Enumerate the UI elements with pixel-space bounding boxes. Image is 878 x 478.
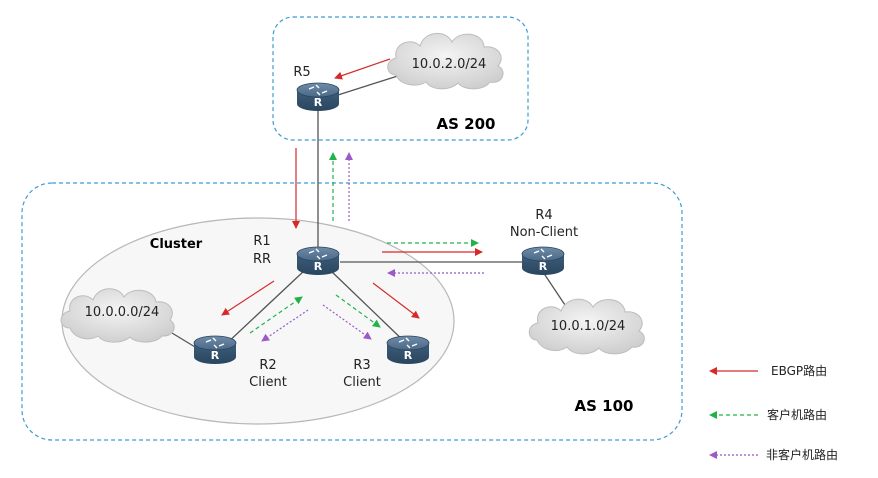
as100-area	[21, 182, 683, 441]
cloud-n2	[60, 288, 175, 343]
router-r3-name: R3	[353, 358, 370, 373]
link-r1-r3	[329, 269, 409, 346]
router-r5-name: R5	[293, 65, 310, 80]
legend-nonclient-label: 非客户机路由	[766, 447, 838, 462]
router-r4-name: R4	[535, 208, 552, 223]
as200-label: AS 200	[437, 115, 496, 133]
router-glyph: R	[314, 96, 323, 109]
router-r4-role: Non-Client	[510, 225, 578, 240]
legend-client-label: 客户机路由	[767, 407, 827, 422]
router-r5-icon: R	[296, 82, 340, 111]
cloud-n5	[387, 33, 504, 90]
network-n5-label: 10.0.2.0/24	[412, 57, 487, 72]
as100-label: AS 100	[575, 397, 634, 415]
link-r4-n4	[542, 271, 566, 306]
router-glyph: R	[211, 349, 220, 362]
client-arrow-r1-to-r3	[335, 294, 381, 328]
ebgp-arrow-n5-to-r5	[334, 58, 391, 80]
router-r1-role: RR	[253, 252, 271, 267]
network-n4-label: 10.0.1.0/24	[551, 319, 626, 334]
network-n2-label: 10.0.0.0/24	[85, 305, 160, 320]
legend: EBGP路由 客户机路由 非客户机路由	[709, 363, 838, 462]
legend-ebgp-label: EBGP路由	[771, 363, 827, 378]
ebgp-arrow-r1-to-n2	[221, 280, 275, 316]
router-r3-icon: R	[386, 335, 430, 364]
router-r3-role: Client	[343, 375, 381, 390]
cluster-label: Cluster	[150, 237, 203, 252]
route-arrows	[221, 58, 484, 342]
router-r2-icon: R	[193, 335, 237, 364]
link-r1-r2	[224, 269, 306, 346]
nonclient-arrow-r1-to-r2	[261, 309, 309, 342]
client-arrow-r2-to-r1	[249, 296, 303, 334]
router-r2-name: R2	[259, 358, 276, 373]
router-r1-icon: R	[296, 246, 340, 275]
router-glyph: R	[539, 260, 548, 273]
router-r2-role: Client	[249, 375, 287, 390]
links	[171, 72, 566, 351]
router-glyph: R	[404, 349, 413, 362]
link-r5-n5	[337, 72, 408, 96]
as200-area	[272, 16, 529, 141]
router-glyph: R	[314, 260, 323, 273]
cloud-n4	[528, 298, 645, 355]
ebgp-arrow-r1-to-r3	[372, 282, 420, 319]
router-r4-icon: R	[521, 246, 565, 275]
router-r1-name: R1	[253, 234, 270, 249]
nonclient-arrow-r1-to-r3	[322, 304, 372, 340]
